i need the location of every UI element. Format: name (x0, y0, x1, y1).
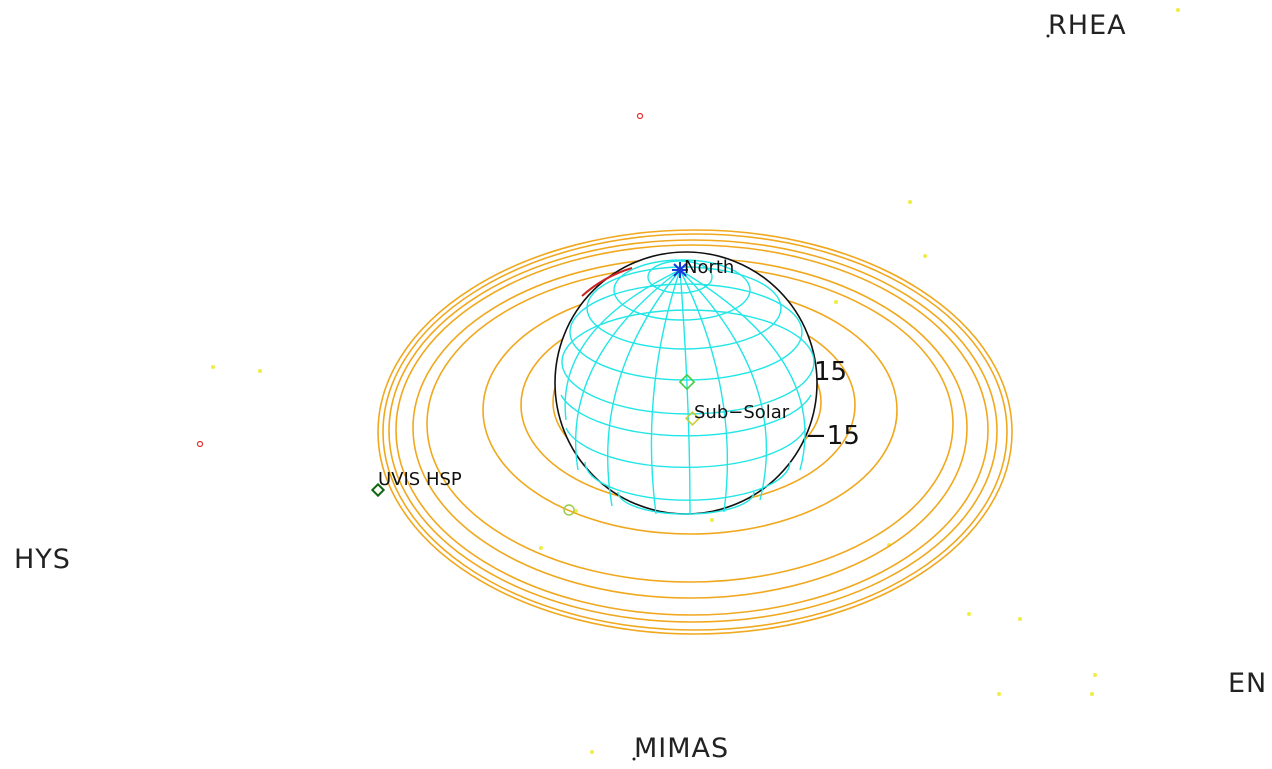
north-label: North (684, 257, 734, 278)
ring-outer-1 (377, 229, 1013, 635)
moon-label-mimas: MIMAS (634, 733, 729, 764)
diamond-icon (678, 373, 696, 391)
longitude-grid (564, 269, 806, 515)
star (258, 369, 262, 373)
moon-label-hys: HYS (14, 544, 71, 575)
moon-label-en: EN (1228, 668, 1267, 699)
star (1093, 673, 1097, 677)
star (1090, 692, 1094, 696)
diamond-icon (685, 411, 700, 426)
star (539, 546, 543, 550)
red-star (196, 440, 204, 448)
sub-solar-label: Sub−Solar (694, 402, 790, 423)
star-field (196, 8, 1180, 754)
tick-label-upper: 15 (814, 357, 847, 387)
star (923, 254, 927, 258)
star (997, 692, 1001, 696)
star (1176, 8, 1180, 12)
star (211, 365, 215, 369)
moon-position-dot (1046, 34, 1050, 38)
asterisk-icon (672, 262, 688, 278)
star (710, 518, 714, 522)
star (1018, 617, 1022, 621)
ring-marker (563, 504, 575, 516)
limb-terminator (581, 267, 633, 297)
ring-outer-2 (382, 233, 1008, 631)
star (834, 300, 838, 304)
saturn-globe (554, 251, 818, 515)
instrument-label: UVIS HSP (378, 469, 462, 490)
tick-label-lower: −15 (805, 421, 860, 451)
ring-outer-4 (395, 244, 989, 616)
star (967, 612, 971, 616)
star (590, 750, 594, 754)
moon-position-dot (632, 757, 636, 761)
star (574, 509, 578, 513)
star (908, 200, 912, 204)
moon-label-rhea: RHEA (1048, 10, 1127, 41)
red-star (636, 112, 644, 120)
diamond-icon (370, 482, 386, 498)
ring-outer-3 (388, 239, 998, 623)
